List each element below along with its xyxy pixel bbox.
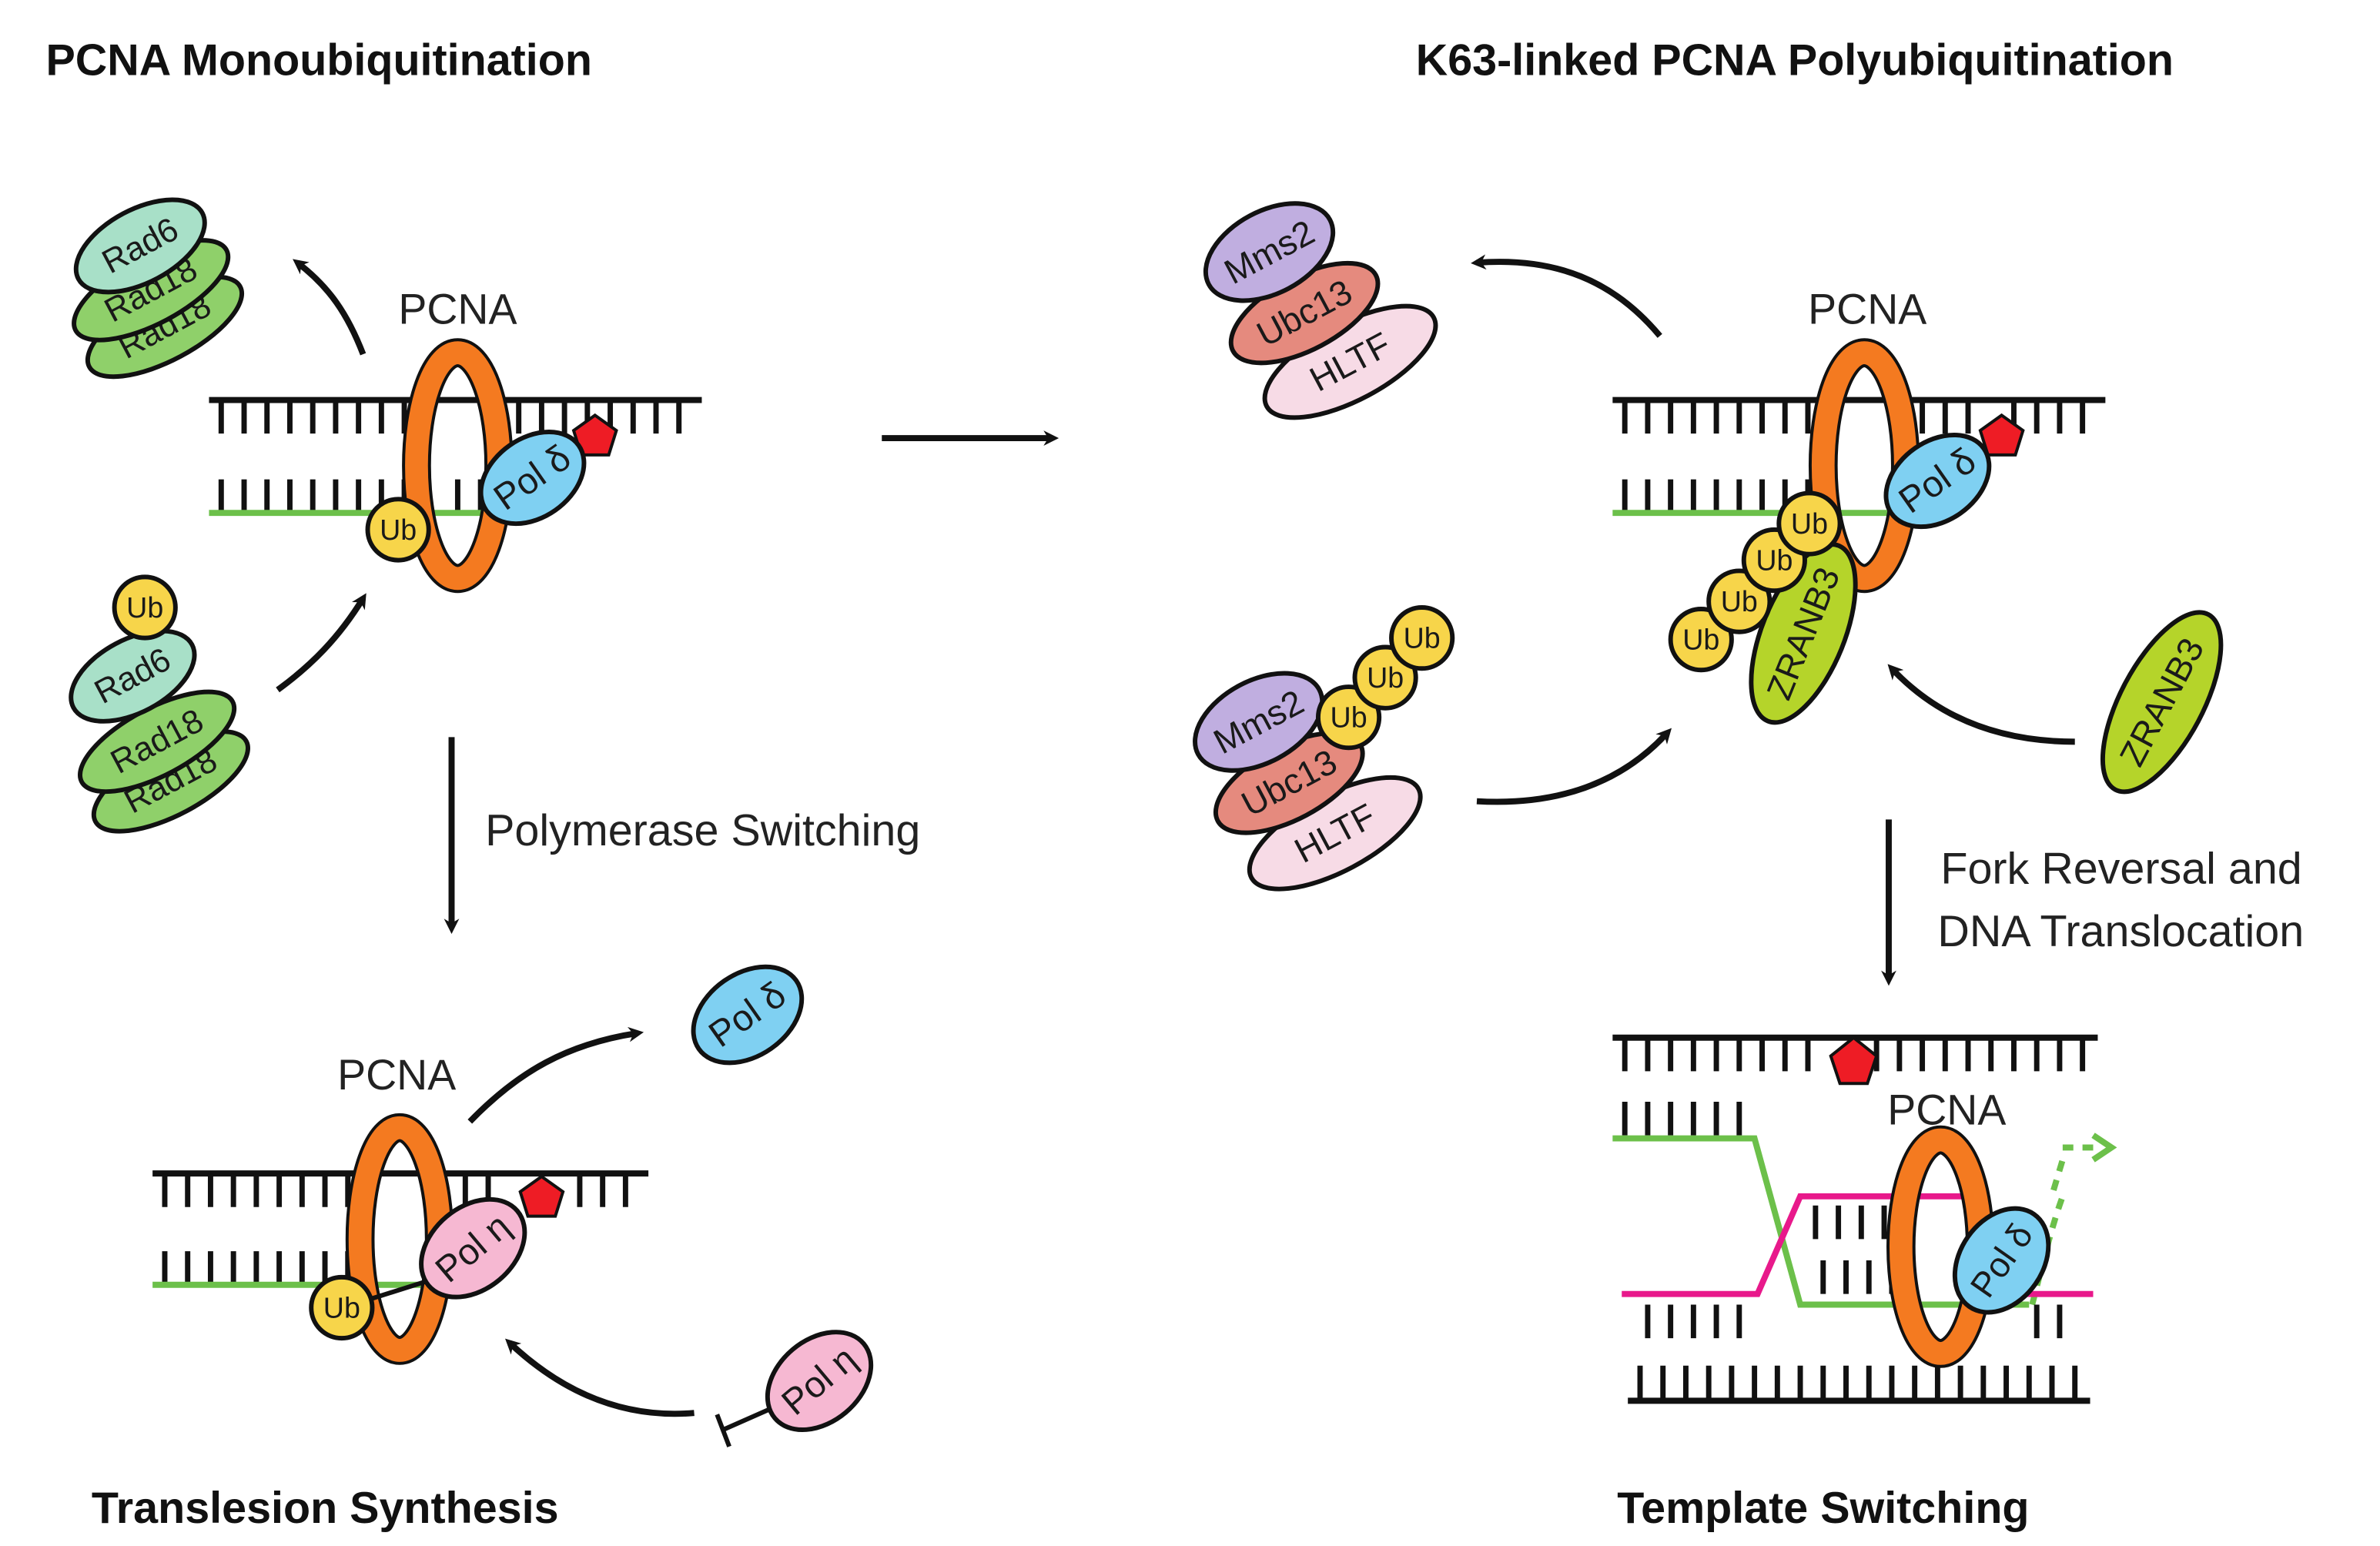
svg-text:Ub: Ub [1682, 624, 1719, 656]
panel-polyubiquitination: Pol δ ZRANB3 Ub Ub Ub Ub PCNA HLTF Ubc13 [1193, 201, 2224, 892]
arrow-zranb3-recruit [1887, 664, 2075, 745]
zranb3-free: ZRANB3 [2100, 610, 2224, 795]
dna-lesion-ts [1829, 1036, 1879, 1086]
svg-text:Ub: Ub [126, 591, 163, 624]
arrow-bind-mms2 [1476, 728, 1672, 805]
dna-lesion-poly [1978, 413, 2025, 457]
panel-monoubiquitination: Pol δ Ub PCNA Rad18 Rad18 Rad6 [69, 197, 702, 834]
title-poly: K63-linked PCNA Polyubiquitination [1416, 36, 2174, 85]
arrow-release-rad [293, 259, 367, 356]
polymerase-switching-label: Polymerase Switching [485, 806, 920, 855]
pcna-label-ts: PCNA [1887, 1086, 2006, 1134]
pcna-label-poly: PCNA [1808, 285, 1926, 333]
svg-text:Ub: Ub [1721, 585, 1758, 617]
pcna-label-tls: PCNA [337, 1051, 456, 1099]
mms2-ubc13-hltf-ub-complex: HLTF Ubc13 Mms2 Ub Ub Ub [1193, 605, 1455, 892]
arrow-pol-delta-release [467, 1026, 644, 1124]
fork-reversal-label-2: DNA Translocation [1937, 907, 2304, 956]
pol-delta-released: Pol δ [691, 964, 805, 1066]
title-mono: PCNA Monoubiquitination [45, 36, 592, 85]
svg-text:Ub: Ub [1404, 622, 1441, 654]
ub-on-pcna-tls: Ub [309, 1274, 375, 1341]
pol-eta-bound: Pol η [419, 1196, 527, 1300]
dna-lesion-tls [518, 1174, 565, 1218]
pcna-label: PCNA [398, 285, 517, 333]
panel-translesion-synthesis: Pol η Ub PCNA Pol δ Pol η [152, 964, 874, 1447]
pol-eta-free: Pol η [765, 1330, 874, 1432]
svg-text:Ub: Ub [323, 1291, 360, 1323]
arrow-pol-eta-recruit [505, 1338, 695, 1417]
polyubiquitin-chain-pcna: Ub Ub Ub Ub [1668, 490, 1843, 673]
svg-text:Ub: Ub [380, 514, 417, 546]
rad6-rad18-complex-released: Rad18 Rad18 Rad6 [72, 197, 245, 380]
rad6-rad18-ub-complex: Rad18 Rad18 Rad6 Ub [69, 574, 250, 834]
arrow-bind-rad [276, 593, 367, 693]
dna-lesion [571, 413, 618, 457]
pol-delta-bound: Pol δ [478, 430, 587, 527]
pol-delta-poly: Pol δ [1883, 433, 1992, 530]
svg-text:Ub: Ub [1331, 701, 1367, 734]
fork-reversal-label-1: Fork Reversal and [1940, 845, 2301, 894]
svg-text:Ub: Ub [1791, 507, 1828, 540]
svg-text:Ub: Ub [1756, 544, 1793, 577]
panel-template-switching: Pol δ PCNA [1612, 1034, 2117, 1404]
pol-delta-ts: Pol δ [1952, 1206, 2051, 1315]
svg-text:Ub: Ub [1367, 661, 1404, 694]
mms2-ubc13-hltf-released: HLTF Ubc13 Mms2 [1203, 201, 1438, 420]
arrow-release-mms2 [1471, 254, 1662, 338]
title-tls: Translesion Synthesis [92, 1484, 559, 1533]
title-ts: Template Switching [1617, 1484, 2029, 1533]
ub-on-pcna: Ub [365, 497, 431, 563]
